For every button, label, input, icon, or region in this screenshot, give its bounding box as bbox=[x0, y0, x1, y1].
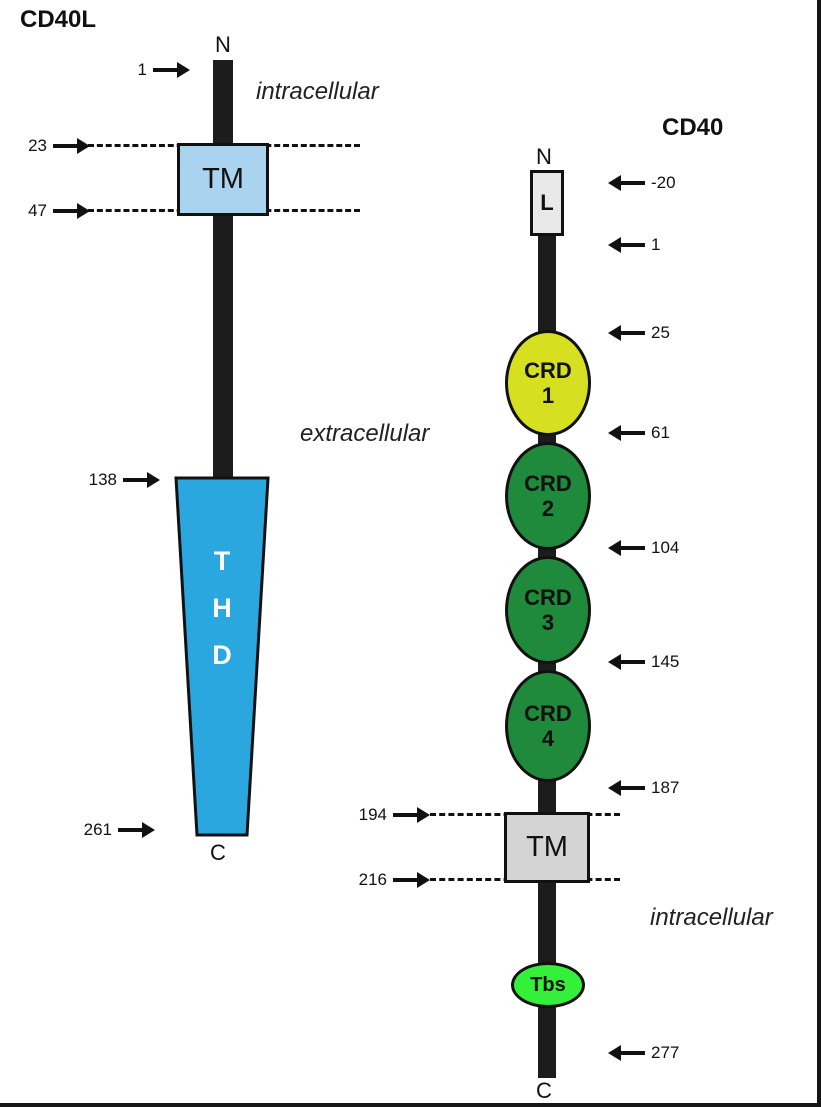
right-arrow-icon bbox=[53, 138, 90, 154]
cd40l-thd-domain: T H D bbox=[172, 476, 272, 838]
left-arrow-icon bbox=[608, 425, 645, 441]
cd40l-title: CD40L bbox=[20, 6, 97, 33]
cd40l-n-terminus: N bbox=[215, 32, 231, 57]
cd40l-c-terminus: C bbox=[210, 840, 226, 865]
extracellular-label: extracellular bbox=[300, 420, 430, 447]
cd40-crd3-ellipse: CRD 3 bbox=[505, 556, 591, 664]
left-arrow-icon bbox=[608, 1045, 645, 1061]
cd40-marker-crd2-end: 104 bbox=[608, 538, 679, 558]
cd40l-thd-label: T H D bbox=[212, 546, 232, 670]
right-arrow-icon bbox=[123, 472, 160, 488]
cd40-tm-label: TM bbox=[526, 831, 568, 863]
cd40-marker-crd1-end: 61 bbox=[608, 423, 670, 443]
cd40-marker-mature-start: 1 bbox=[608, 235, 660, 255]
intracellular-label-left: intracellular bbox=[256, 78, 379, 105]
left-arrow-icon bbox=[608, 237, 645, 253]
left-arrow-icon bbox=[608, 780, 645, 796]
cd40-tbs-ellipse: Tbs bbox=[511, 962, 585, 1008]
cd40l-backbone-bar bbox=[213, 60, 233, 485]
cd40-leader-box: L bbox=[530, 170, 564, 236]
cd40-marker-crd3-end: 145 bbox=[608, 652, 679, 672]
left-arrow-icon bbox=[608, 325, 645, 341]
cd40-c-terminus: C bbox=[536, 1078, 552, 1103]
cd40-leader-label: L bbox=[540, 190, 554, 215]
cd40-marker-c-end: 277 bbox=[608, 1043, 679, 1063]
cd40-crd4-ellipse: CRD 4 bbox=[505, 670, 591, 782]
cd40l-marker-tm-end: 47 bbox=[10, 201, 90, 221]
cd40-crd1-ellipse: CRD 1 bbox=[505, 330, 591, 436]
cd40l-marker-thd-end: 261 bbox=[75, 820, 155, 840]
right-arrow-icon bbox=[153, 62, 190, 78]
left-arrow-icon bbox=[608, 654, 645, 670]
left-arrow-icon bbox=[608, 175, 645, 191]
cd40-marker-tm-end: 216 bbox=[350, 870, 430, 890]
right-arrow-icon bbox=[118, 822, 155, 838]
cd40-marker-tm-start: 194 bbox=[350, 805, 430, 825]
cd40l-marker-thd-start: 138 bbox=[80, 470, 160, 490]
cd40-tm-domain-box: TM bbox=[504, 812, 590, 883]
intracellular-label-right: intracellular bbox=[650, 904, 773, 931]
thd-trapezoid-shape bbox=[174, 476, 270, 837]
right-arrow-icon bbox=[393, 807, 430, 823]
cd40-marker-crd1-start: 25 bbox=[608, 323, 670, 343]
cd40l-marker-start: 1 bbox=[110, 60, 190, 80]
cd40-marker-crd4-end: 187 bbox=[608, 778, 679, 798]
cd40-marker-leader-start: -20 bbox=[608, 173, 676, 193]
cd40l-tm-domain-box: TM bbox=[177, 143, 269, 216]
cd40-title: CD40 bbox=[662, 114, 724, 141]
cd40l-marker-tm-start: 23 bbox=[10, 136, 90, 156]
right-arrow-icon bbox=[53, 203, 90, 219]
cd40-crd2-ellipse: CRD 2 bbox=[505, 442, 591, 550]
left-arrow-icon bbox=[608, 540, 645, 556]
cd40-n-terminus: N bbox=[536, 144, 552, 169]
cd40l-tm-label: TM bbox=[202, 163, 244, 195]
right-arrow-icon bbox=[393, 872, 430, 888]
